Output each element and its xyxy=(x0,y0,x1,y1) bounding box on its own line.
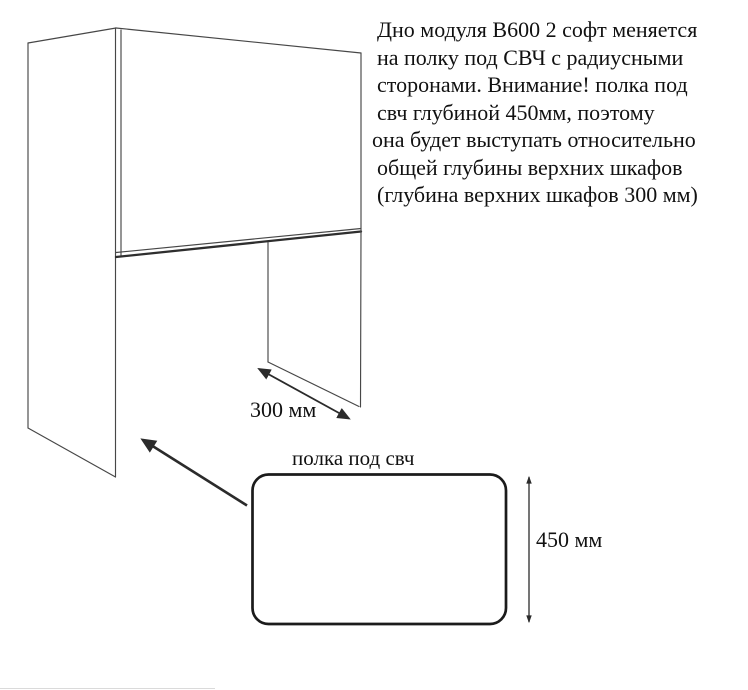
pointer-arrow-icon xyxy=(140,438,248,507)
annotation-line: (глубина верхних шкафов 300 мм) xyxy=(377,182,698,207)
cabinet-left-panel-bottom-edge xyxy=(27,427,117,478)
annotation-line: свч глубиной 450мм, поэтому xyxy=(377,99,655,125)
annotation-line: сторонами. Внимание! полка под xyxy=(377,72,688,97)
shelf-label: полка под свч xyxy=(292,446,415,470)
dimension-arrow-300-icon xyxy=(257,368,351,420)
shelf-outline xyxy=(251,473,508,626)
niche-right-front-edge xyxy=(359,230,362,408)
cabinet-door-bottom-thin-edge xyxy=(115,227,362,254)
annotation-line: она будет выступать относительно xyxy=(372,127,696,152)
cabinet-door-top-edge xyxy=(115,27,362,54)
dimension-450-label: 450 мм xyxy=(536,527,603,552)
annotation-line: Дно модуля В600 2 софт меняется xyxy=(377,17,698,42)
cabinet-door-bottom-thick-edge xyxy=(114,230,363,259)
annotation-line: общей глубины верхних шкафов xyxy=(377,154,683,180)
cabinet-left-panel-top-edge xyxy=(27,27,117,44)
annotation-text: Дно модуля В600 2 софт меняется на полку… xyxy=(372,16,745,209)
dimension-300-label: 300 мм xyxy=(250,397,317,422)
annotation-line: на полку под СВЧ с радиусными xyxy=(377,44,684,70)
